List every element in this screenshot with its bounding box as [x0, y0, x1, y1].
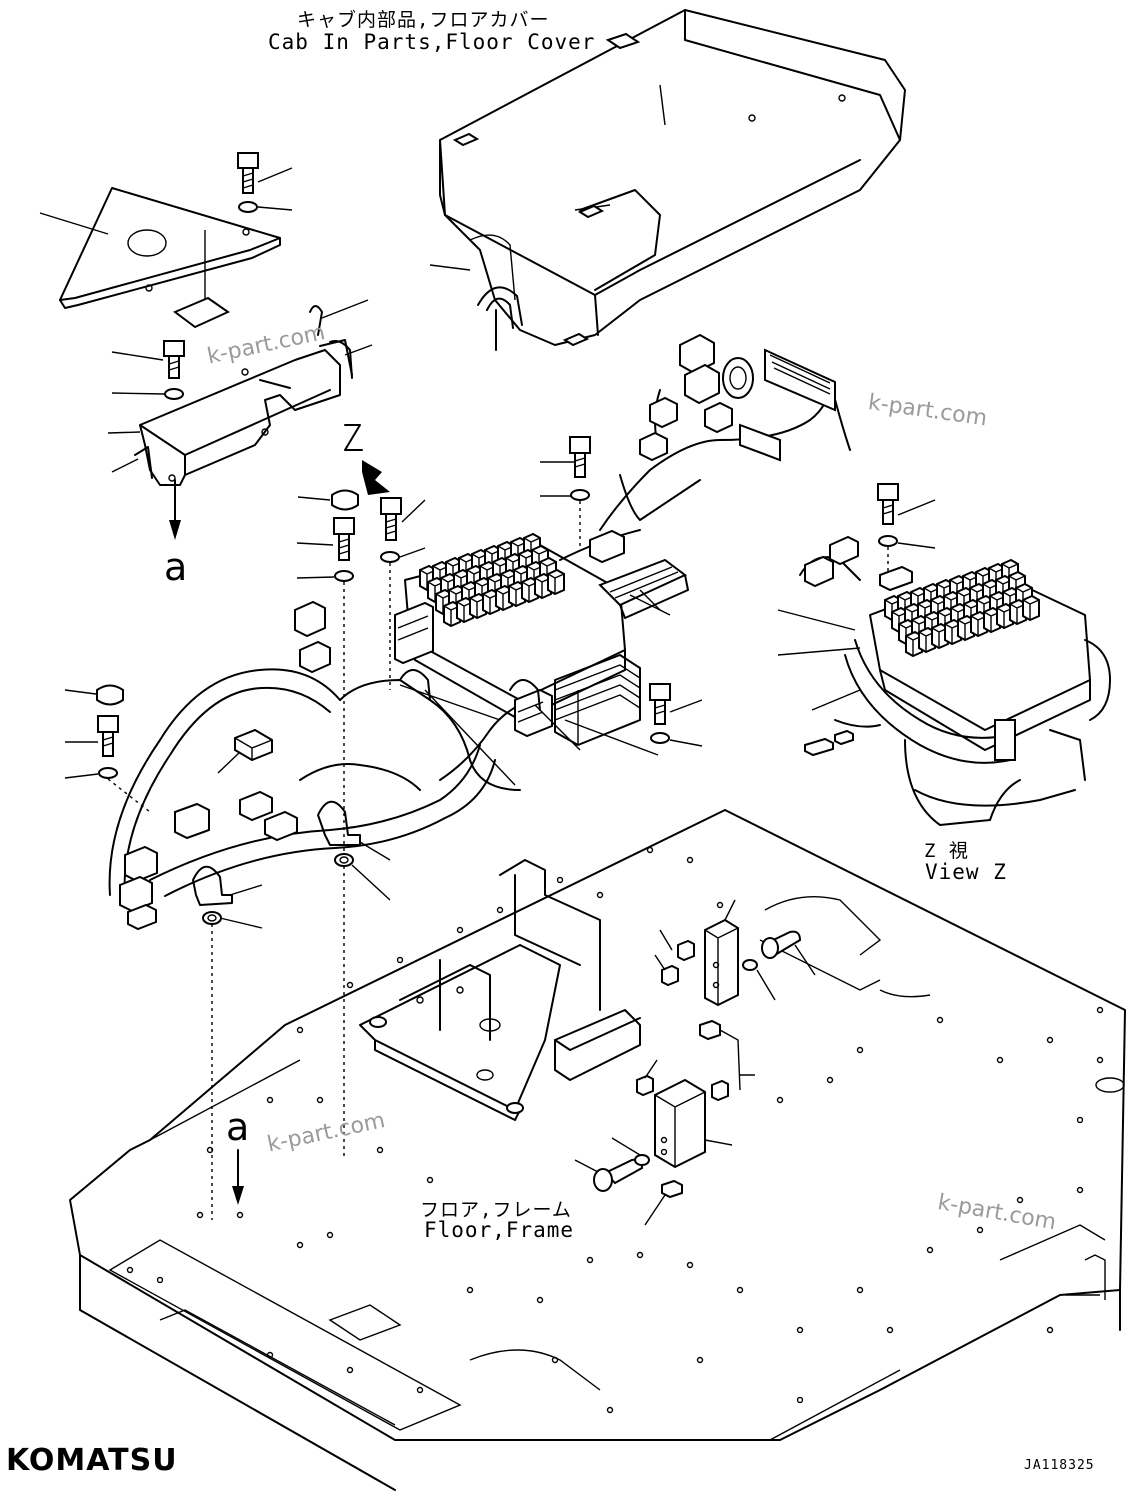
harness-connectors: [119, 529, 625, 931]
relay-block: [404, 532, 626, 721]
connector-block: [598, 558, 689, 619]
view-z-label-jp: Z 視: [924, 840, 969, 862]
ref-arrow-a-lower: [232, 1149, 244, 1205]
connector-cluster: [639, 333, 836, 462]
floor-frame-label-en: Floor,Frame: [424, 1218, 575, 1242]
controller-base: [359, 859, 641, 1121]
ref-arrow-a-upper: [169, 479, 181, 540]
cab-parts-label-jp: キャブ内部品,フロアカバー: [297, 9, 550, 31]
relay-box: [654, 1078, 733, 1169]
bolt: [64, 684, 151, 813]
bolt: [540, 436, 591, 550]
bolt: [237, 152, 293, 213]
floor-frame: [69, 809, 1126, 1491]
callout-leaders: [219, 594, 671, 929]
bolt: [574, 1137, 683, 1226]
bolt: [742, 930, 816, 1001]
bolt: [111, 340, 185, 400]
u-clamp: [477, 286, 523, 351]
floor-frame-label-jp: フロア,フレーム: [420, 1199, 572, 1221]
harness-clamp: [192, 669, 541, 906]
ref-label-a-upper: a: [164, 545, 189, 589]
view-z-label-en: View Z: [925, 860, 1007, 884]
small-relay: [217, 728, 273, 774]
view-z-assembly: [777, 535, 1111, 826]
clip: [309, 299, 373, 379]
bolt: [877, 483, 936, 575]
relay-bracket: [636, 899, 755, 1102]
bolt: [649, 683, 703, 747]
bolt: [380, 497, 426, 690]
komatsu-logo: KOMATSU: [6, 1443, 178, 1478]
ref-label-a-lower: a: [226, 1105, 251, 1149]
z-view-arrow: [344, 424, 390, 495]
wiring-harness: [108, 379, 851, 901]
cover-plate: [39, 187, 281, 329]
cab-parts-label-en: Cab In Parts,Floor Cover: [268, 30, 596, 54]
nut: [202, 853, 354, 1220]
mounting-bracket: [107, 339, 353, 486]
bolt: [296, 489, 359, 860]
relay-stack: [554, 654, 641, 746]
drawing-number: JA118325: [1024, 1458, 1095, 1473]
floor-cover: [429, 9, 906, 347]
